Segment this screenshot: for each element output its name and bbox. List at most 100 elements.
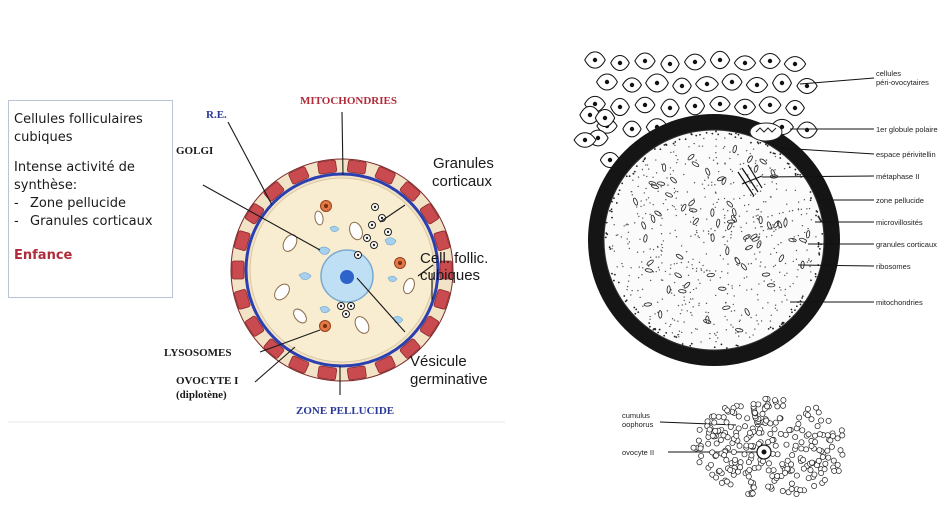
mitochondrion-r [731, 215, 737, 223]
label-golgi: GOLGI [176, 145, 213, 157]
follicular-cell [288, 355, 310, 374]
mitochondrion [314, 210, 324, 226]
follicular-cell [234, 230, 251, 251]
follicular-cell [244, 315, 265, 337]
label-cell-follic-line2: cubiques [420, 267, 480, 284]
golgi-stack [387, 275, 398, 282]
mitochondrion-r [732, 208, 737, 217]
follicular-cell [419, 315, 440, 337]
label-lysosomes: LYSOSOMES [164, 347, 231, 359]
box-title-line1: Cellules folliculaires [14, 112, 143, 127]
box-title-line2: cubiques [14, 130, 73, 145]
mitochondrion-r [654, 210, 662, 217]
ooplasm-texture [604, 130, 824, 349]
golgi-stack [384, 237, 397, 246]
mitochondrion-r [650, 214, 656, 223]
activity-title-line2: synthèse: [14, 178, 78, 193]
mitochondrion-r [688, 199, 695, 207]
mitochondrion-r [773, 220, 780, 229]
label-peri-line2: péri-ovocytaires [876, 78, 929, 87]
label-re: R.E. [206, 109, 227, 121]
label-ribosomes: ribosomes [876, 262, 911, 271]
activity-title-line1: Intense activité de [14, 160, 135, 175]
mitochondrion-r [648, 181, 657, 186]
golgi-stack [317, 246, 331, 255]
mitochondrion-r [727, 219, 736, 224]
mitochondrion-r [742, 234, 751, 240]
mitochondrion-r [734, 256, 741, 265]
follicular-cell [317, 159, 338, 175]
mitochondrion-r [735, 328, 744, 333]
peri-ovocyte-cells [573, 50, 818, 168]
mitochondrion-r [722, 305, 731, 310]
leader-lines-right [659, 77, 875, 453]
mitochondrion-r [740, 263, 747, 271]
mitochondria-group [274, 210, 415, 334]
mitochondrion-r [662, 163, 667, 172]
mitochondrion [293, 308, 307, 324]
label-cell-follic-line1: Cell. follic. [420, 250, 488, 267]
label-cumulus-line1: cumulus [622, 411, 650, 420]
polar-body-chromatin [755, 127, 777, 133]
follicular-cell [346, 159, 367, 175]
mitochondrion-r [761, 272, 771, 277]
label-cumulus-line2: oophorus [622, 420, 654, 429]
mitochondrion-r [732, 144, 737, 154]
mitochondrion-r [778, 254, 785, 263]
follicular-cell [263, 338, 285, 359]
follicular-cell [317, 365, 338, 381]
label-granules: granules corticaux [876, 240, 937, 249]
label-ovocyte2: ovocyte II [622, 448, 654, 457]
label-mitochondries: MITOCHONDRIES [300, 95, 397, 107]
lysosomes-group [319, 200, 406, 332]
nucleolus [340, 270, 354, 284]
label-granules-line2: corticaux [432, 173, 493, 190]
right-labels: cellules péri-ovocytaires 1er globule po… [622, 69, 938, 457]
follicular-cell [263, 181, 285, 202]
label-mitochondries-r: mitochondries [876, 298, 923, 307]
mitochondrion-r [691, 161, 700, 167]
golgi-stack [319, 306, 331, 313]
polar-body [749, 122, 783, 142]
mitochondrion-r [715, 218, 721, 228]
label-diplotene: (diplotène) [176, 389, 227, 401]
mitochondrion-r [658, 310, 663, 319]
mitochondrion-r [706, 273, 715, 278]
label-ovocyte: OVOCYTE I [176, 375, 238, 387]
mitochondrion-r [710, 208, 715, 217]
mitochondrion-r [727, 222, 733, 230]
follicular-cell [399, 338, 421, 359]
mitochondrion-r [688, 208, 698, 213]
leader-lines-left [202, 111, 434, 395]
mitochondrion [274, 283, 290, 301]
cortical-granule-cores [339, 205, 390, 316]
follicular-cell [433, 230, 450, 251]
mitochondrion-r [646, 259, 654, 266]
mitochondrion-r [705, 167, 711, 176]
mitochondrion [403, 277, 415, 295]
mitochondrion-r [766, 283, 776, 288]
label-metaphase: métaphase II [876, 172, 919, 181]
mitochondrion-r [681, 203, 687, 212]
mitochondrion-r [745, 245, 753, 251]
mitochondrion-r [703, 319, 712, 324]
mitochondrion-r [750, 233, 758, 240]
mitochondrion-r [799, 237, 808, 243]
stage-label: Enfance [14, 248, 73, 263]
mitochondrion-r [643, 234, 648, 243]
mitochondrion-r [716, 176, 725, 182]
label-zone-pellucide: ZONE PELLUCIDE [296, 405, 394, 417]
label-vesicule-line1: Vésicule [410, 353, 467, 370]
mitochondrion-r [753, 164, 759, 173]
mitochondrion-r [783, 218, 788, 227]
mitochondrion-r [678, 289, 687, 294]
follicular-cell [419, 203, 440, 225]
mitochondrion-r [644, 268, 654, 273]
label-zone: zone pellucide [876, 196, 924, 205]
mitochondrion-r [675, 253, 684, 260]
mitochondrion-r [766, 221, 772, 230]
description-box: Cellules folliculaires cubiques Intense … [8, 100, 173, 298]
mitochondrion-r [721, 176, 727, 185]
